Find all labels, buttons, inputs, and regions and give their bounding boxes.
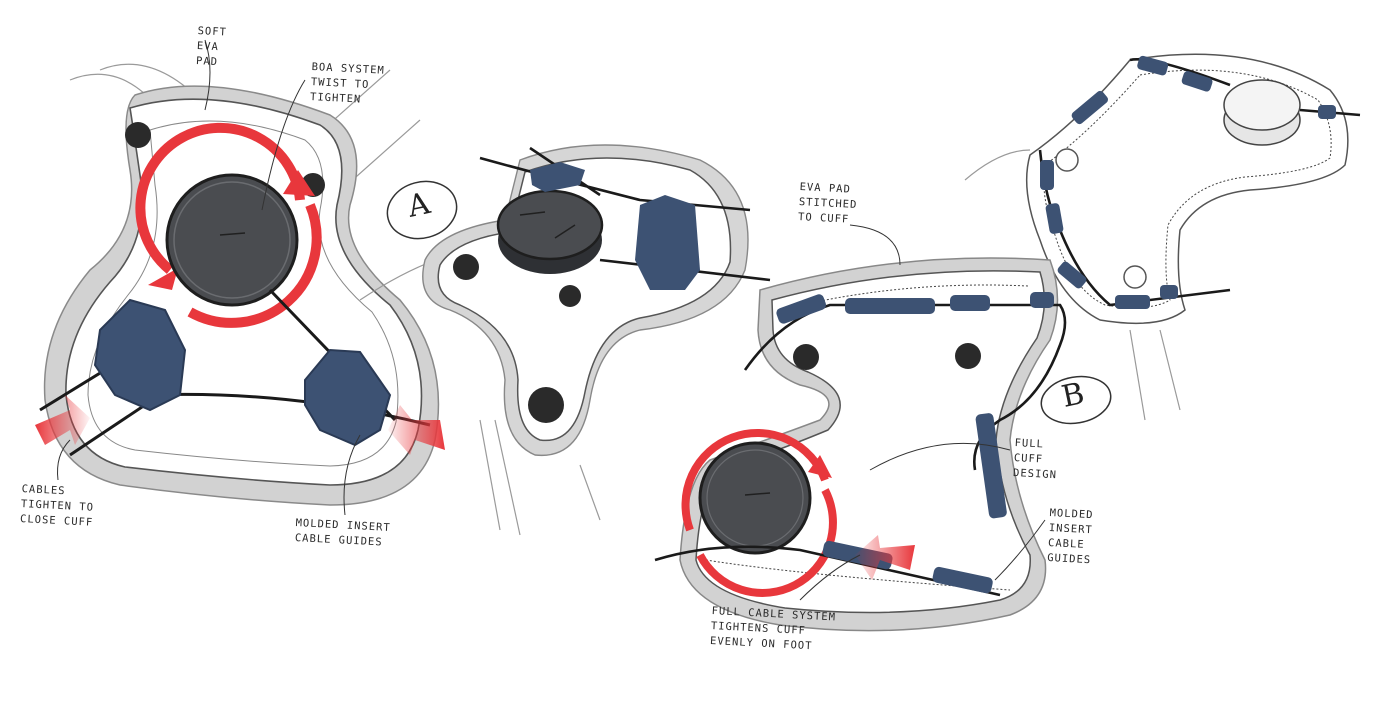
cable-guide: [1071, 90, 1109, 125]
cable-guide: [304, 348, 392, 447]
note-soft-eva-pad: Soft EVA Pad: [195, 24, 228, 69]
concept-b-perspective-view: [964, 53, 1361, 421]
eyelet-hole: [453, 254, 479, 280]
cable-guide: [950, 295, 990, 311]
cable-guide: [776, 294, 827, 324]
pull-arrow: [35, 395, 90, 445]
eyelet-hole: [528, 387, 564, 423]
cable-guide: [1045, 203, 1064, 234]
cable-guide: [1137, 55, 1169, 76]
pull-arrow: [388, 405, 445, 455]
boa-dial: [165, 173, 299, 307]
cable-guide: [93, 298, 187, 412]
cable-guide: [1057, 261, 1087, 289]
note-molded-insert-left: Molded Insert Cable Guides: [294, 516, 392, 549]
eyelet-hole: [955, 343, 981, 369]
cable-guide: [1030, 292, 1054, 308]
concept-a-perspective-view: [359, 144, 771, 536]
pull-arrow: [855, 535, 915, 580]
cable-guide: [845, 298, 935, 314]
cable-guide: [1181, 71, 1213, 92]
rotation-arrow-ring: [681, 429, 829, 532]
concept-a-badge: [386, 180, 458, 240]
cable-guide: [1318, 105, 1336, 119]
boa-dial: [698, 441, 812, 555]
cable-guide: [1115, 295, 1150, 309]
boa-dial: [1223, 79, 1301, 131]
note-cables: Cables tighten to close cuff: [19, 482, 95, 529]
boa-dial: [496, 189, 604, 261]
cable-guide: [932, 566, 993, 594]
cable-guide: [1160, 285, 1178, 299]
cable-guide: [530, 162, 585, 192]
note-molded-insert-right: Molded Insert Cable Guides: [1046, 506, 1094, 567]
note-boa-system: BOA System twist to tighten: [309, 60, 386, 106]
cable-guide: [1040, 160, 1054, 190]
eyelet-hole: [793, 344, 819, 370]
concept-b-badge: [1040, 375, 1112, 425]
concept-b-flat-view: [654, 224, 1067, 632]
cable-guide: [635, 195, 700, 290]
note-eva-pad-stitched: EVA Pad stitched to cuff: [797, 180, 858, 226]
eyelet-hole: [125, 122, 151, 148]
rotation-arrow-ring: [135, 122, 305, 274]
concept-a-top-view: [35, 39, 445, 516]
note-full-cable-system: Full Cable System tightens cuff evenly o…: [709, 604, 837, 653]
note-full-cuff-design: Full Cuff Design: [1012, 436, 1058, 482]
cable-guide: [975, 413, 1007, 519]
eyelet-hole: [559, 285, 581, 307]
